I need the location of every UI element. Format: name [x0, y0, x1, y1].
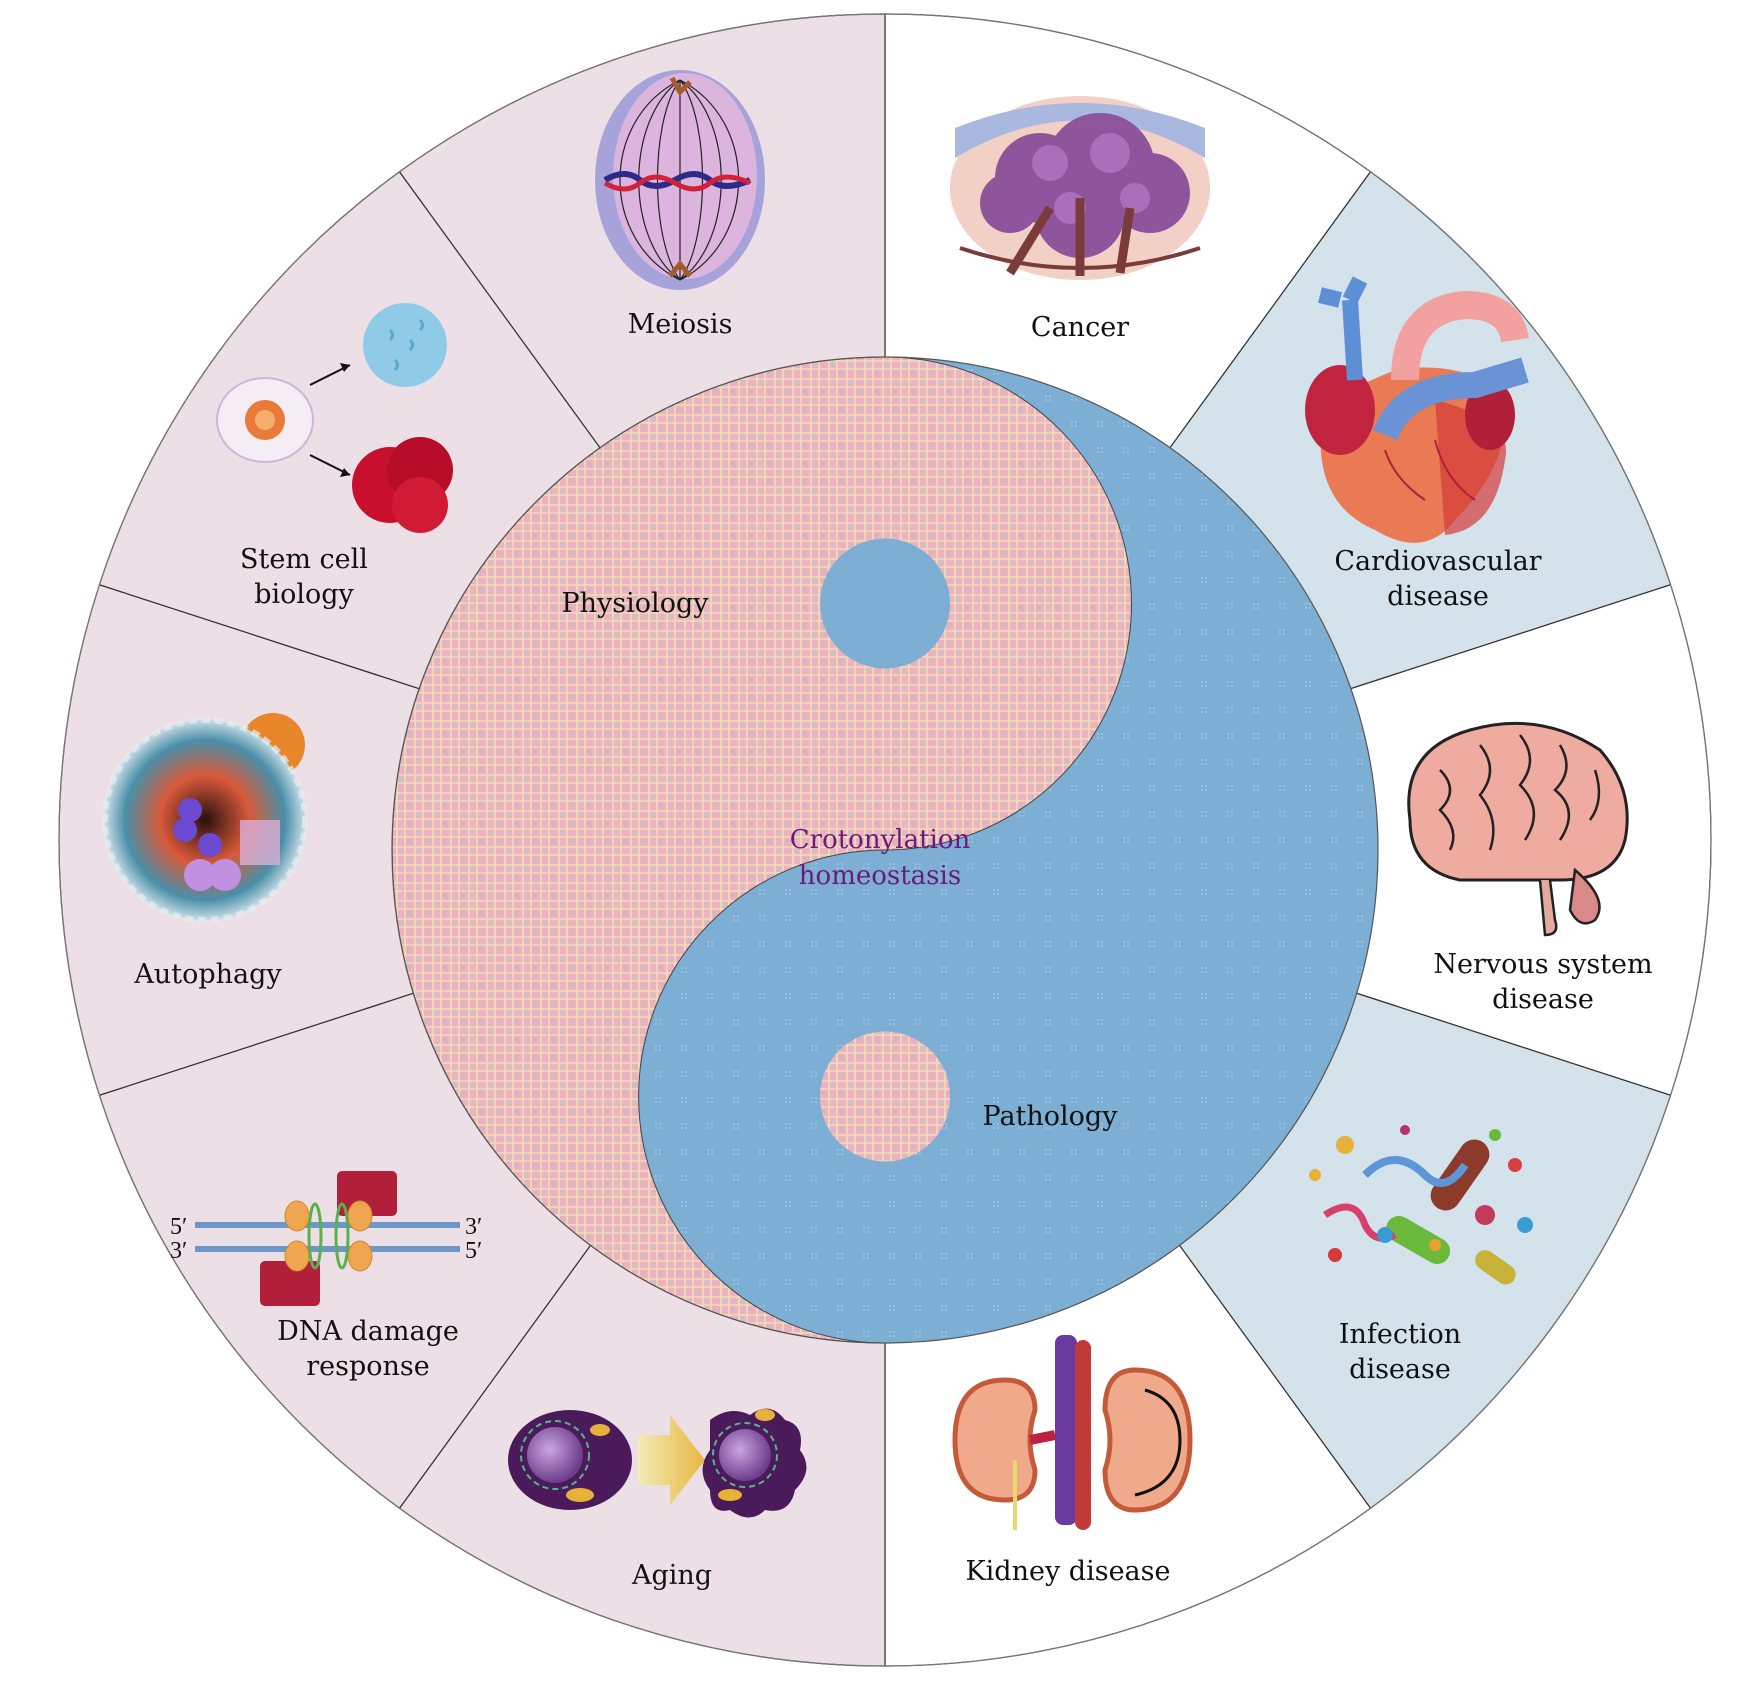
sector-label-dna: DNA damage response: [277, 1316, 459, 1382]
outer-ring-outline: [58, 13, 1712, 1667]
sector-label-line: Nervous system: [1433, 949, 1652, 980]
dna-label-left-bottom: 3′: [170, 1238, 187, 1264]
sector-label-autophagy: Autophagy: [133, 959, 282, 990]
sector-label-line: Kidney disease: [966, 1556, 1171, 1587]
dna-label-left-top: 5′: [170, 1214, 187, 1240]
physiology-eye: [820, 1031, 950, 1162]
sector-label-line: Aging: [631, 1560, 712, 1591]
sector-label-aging: Aging: [631, 1560, 712, 1591]
autophagy-cell-icon: [102, 713, 308, 923]
sector-label-line: disease: [1387, 581, 1489, 612]
kidney-icon: [952, 1335, 1193, 1530]
brain-icon: [1407, 721, 1629, 937]
sector-label-nervous: Nervous system disease: [1433, 949, 1652, 1015]
sector-label-cardiovascular: Cardiovascular disease: [1334, 546, 1541, 612]
sector-label-cancer: Cancer: [1031, 312, 1129, 343]
dna-repair-icon: 5′ 3′ 3′ 5′: [170, 1171, 482, 1306]
tumor-icon: [950, 96, 1210, 280]
pathology-eye: [820, 538, 950, 669]
sector-label-line: response: [306, 1351, 430, 1382]
center-title-line1: Crotonylation: [790, 825, 971, 855]
sector-label-line: Stem cell: [240, 544, 368, 575]
sector-label-line: disease: [1349, 1354, 1451, 1385]
sector-label-kidney: Kidney disease: [966, 1556, 1171, 1587]
sector-label-line: Meiosis: [628, 309, 733, 340]
spindle-icon: [595, 70, 765, 290]
pathology-label: Pathology: [983, 1101, 1119, 1132]
heart-icon: [1305, 276, 1529, 543]
physiology-label: Physiology: [562, 588, 710, 619]
sector-label-stemcell: Stem cell biology: [240, 544, 368, 610]
sector-label-line: biology: [254, 579, 354, 610]
dna-label-right-bottom: 5′: [465, 1238, 482, 1264]
sector-label-line: Autophagy: [133, 959, 282, 990]
sector-label-infection: Infection disease: [1339, 1319, 1461, 1385]
sector-label-line: Cardiovascular: [1334, 546, 1541, 577]
sector-label-line: Cancer: [1031, 312, 1129, 343]
microbes-icon: [1309, 1125, 1533, 1285]
center-title-line2: homeostasis: [799, 861, 961, 891]
sector-label-meiosis: Meiosis: [628, 309, 733, 340]
sector-label-line: disease: [1492, 984, 1594, 1015]
sector-label-line: DNA damage: [277, 1316, 459, 1347]
dna-label-right-top: 3′: [465, 1214, 482, 1240]
sector-label-line: Infection: [1339, 1319, 1461, 1350]
stem-cell-icon: [216, 303, 453, 533]
aging-cell-icon: [508, 1408, 807, 1518]
yin-yang: [391, 356, 1379, 1344]
